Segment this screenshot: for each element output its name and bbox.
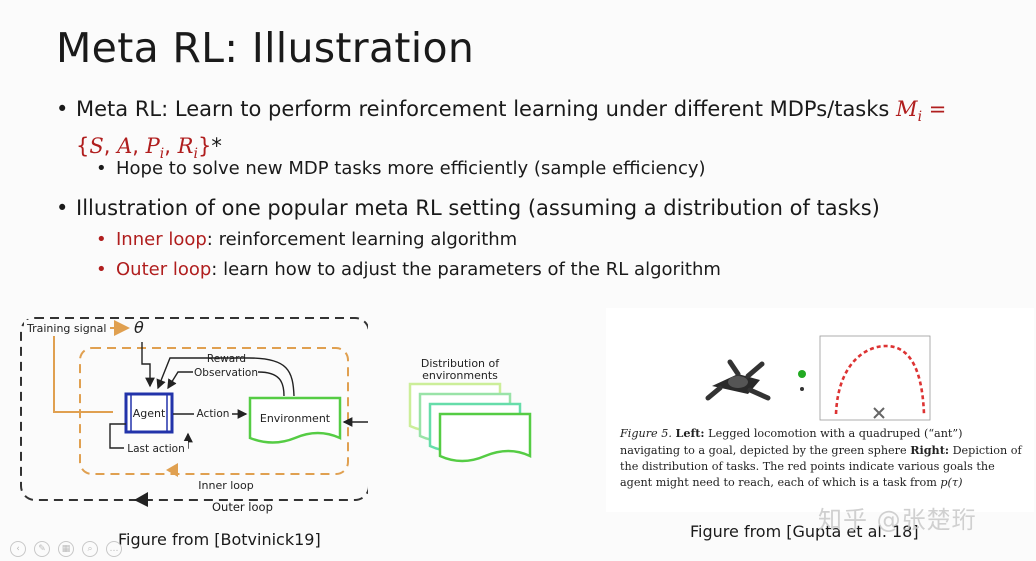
sub-bullet-sample-efficiency: •Hope to solve new MDP tasks more effici… xyxy=(96,158,706,179)
asterisk: * xyxy=(211,134,222,159)
task-distribution-plot xyxy=(819,335,931,421)
math-task-definition: Mi ={S, A, Pi, Ri} xyxy=(76,97,947,163)
outer-loop-label: Outer loop xyxy=(116,259,212,280)
slides-grid-icon[interactable]: ▦ xyxy=(58,541,74,557)
training-signal-line xyxy=(53,336,113,413)
sub-bullet-outer-loop: •Outer loop: learn how to adjust the par… xyxy=(96,259,721,280)
right-figure-caption: Figure from [Gupta et al. 18] xyxy=(690,522,919,541)
environment-label: Environment xyxy=(260,412,331,425)
bullet-meta-rl-text: Meta RL: Learn to perform reinforcement … xyxy=(76,97,890,121)
watermark: 知乎 @张楚珩 xyxy=(818,506,977,534)
zoom-icon[interactable]: ⌕ xyxy=(82,541,98,557)
environment-box xyxy=(248,396,342,444)
ant-goal-figure xyxy=(705,335,931,421)
slide-title: Meta RL: Illustration xyxy=(56,24,475,72)
green-goal-sphere xyxy=(798,370,806,378)
env-card-4 xyxy=(438,412,532,463)
more-options-icon[interactable]: … xyxy=(106,541,122,557)
bullet-meta-rl: • Meta RL: Learn to perform reinforcemen… xyxy=(56,95,1016,169)
left-figure-caption: Figure from [Botvinick19] xyxy=(118,530,321,549)
pen-icon[interactable]: ✎ xyxy=(34,541,50,557)
agent-box xyxy=(124,392,174,434)
meta-rl-loop-diagram: Training signal θ Agent Reward Observati… xyxy=(20,317,368,507)
distribution-label-line2: environments xyxy=(422,369,498,382)
outer-loop-diagram-label: Outer loop xyxy=(212,500,273,514)
outer-loop-boundary xyxy=(20,317,368,501)
goal-points-arc xyxy=(834,344,926,415)
previous-slide-icon[interactable]: ‹ xyxy=(10,541,26,557)
distribution-label-line1: Distribution of xyxy=(421,357,500,370)
reward-label: Reward xyxy=(207,353,246,365)
training-signal-label: Training signal xyxy=(26,322,106,335)
bullet-dot: • xyxy=(56,97,69,121)
last-action-label: Last action xyxy=(127,443,185,455)
slide-toolbar: ‹ ✎ ▦ ⌕ … xyxy=(10,541,122,557)
environment-distribution: Distribution of environments xyxy=(408,357,532,463)
bullet-illustration: •Illustration of one popular meta RL set… xyxy=(56,196,880,220)
agent-label: Agent xyxy=(133,407,166,420)
inner-loop-diagram-label: Inner loop xyxy=(198,479,253,492)
observation-label: Observation xyxy=(194,367,258,379)
sub-bullet-inner-loop: •Inner loop: reinforcement learning algo… xyxy=(96,229,518,250)
ant-robot-image xyxy=(705,359,771,401)
action-label: Action xyxy=(197,408,230,420)
paper-figure-caption: Figure 5. Left: Legged locomotion with a… xyxy=(620,426,1022,489)
theta-symbol: θ xyxy=(134,318,144,337)
inner-loop-label: Inner loop xyxy=(116,229,207,250)
